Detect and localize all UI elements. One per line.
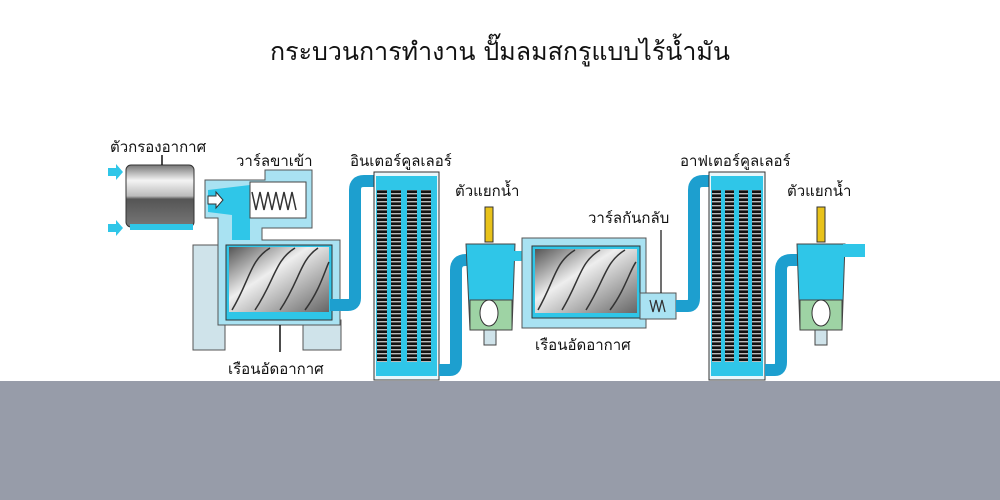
pipe: [330, 175, 425, 311]
pipe: [439, 254, 475, 376]
intercooler: [373, 171, 440, 381]
label-water-separator-2: ตัวแยกน้ำ: [787, 180, 851, 200]
water-separator-1: [465, 206, 516, 346]
label-air-filter: ตัวกรองอากาศ: [110, 138, 207, 156]
label-intercooler: อินเตอร์คูลเลอร์: [350, 152, 452, 170]
footer-band: [0, 381, 1000, 500]
compressor-stage-2: [521, 230, 677, 329]
inlet-arrow-icon: [108, 164, 123, 180]
label-check-valve: วาร์ลกันกลับ: [588, 209, 669, 227]
compressor-stage-1: [192, 169, 342, 352]
pipe: [676, 175, 760, 312]
label-compression-housing-2: เรือนอัดอากาศ: [535, 336, 631, 354]
pipe: [765, 254, 800, 376]
label-inlet-valve: วาร์ลขาเข้า: [236, 152, 313, 170]
label-aftercooler: อาฟเตอร์คูลเลอร์: [680, 152, 791, 170]
inlet-arrow-icon: [108, 220, 123, 236]
aftercooler: [708, 171, 766, 381]
page-title: กระบวนการทำงาน ปั๊มลมสกรูแบบไร้น้ำมัน: [270, 37, 730, 66]
label-compression-housing-1: เรือนอัดอากาศ: [228, 360, 324, 378]
air-filter: [125, 155, 195, 230]
label-water-separator-1: ตัวแยกน้ำ: [455, 180, 519, 200]
water-separator-2: [796, 206, 865, 346]
